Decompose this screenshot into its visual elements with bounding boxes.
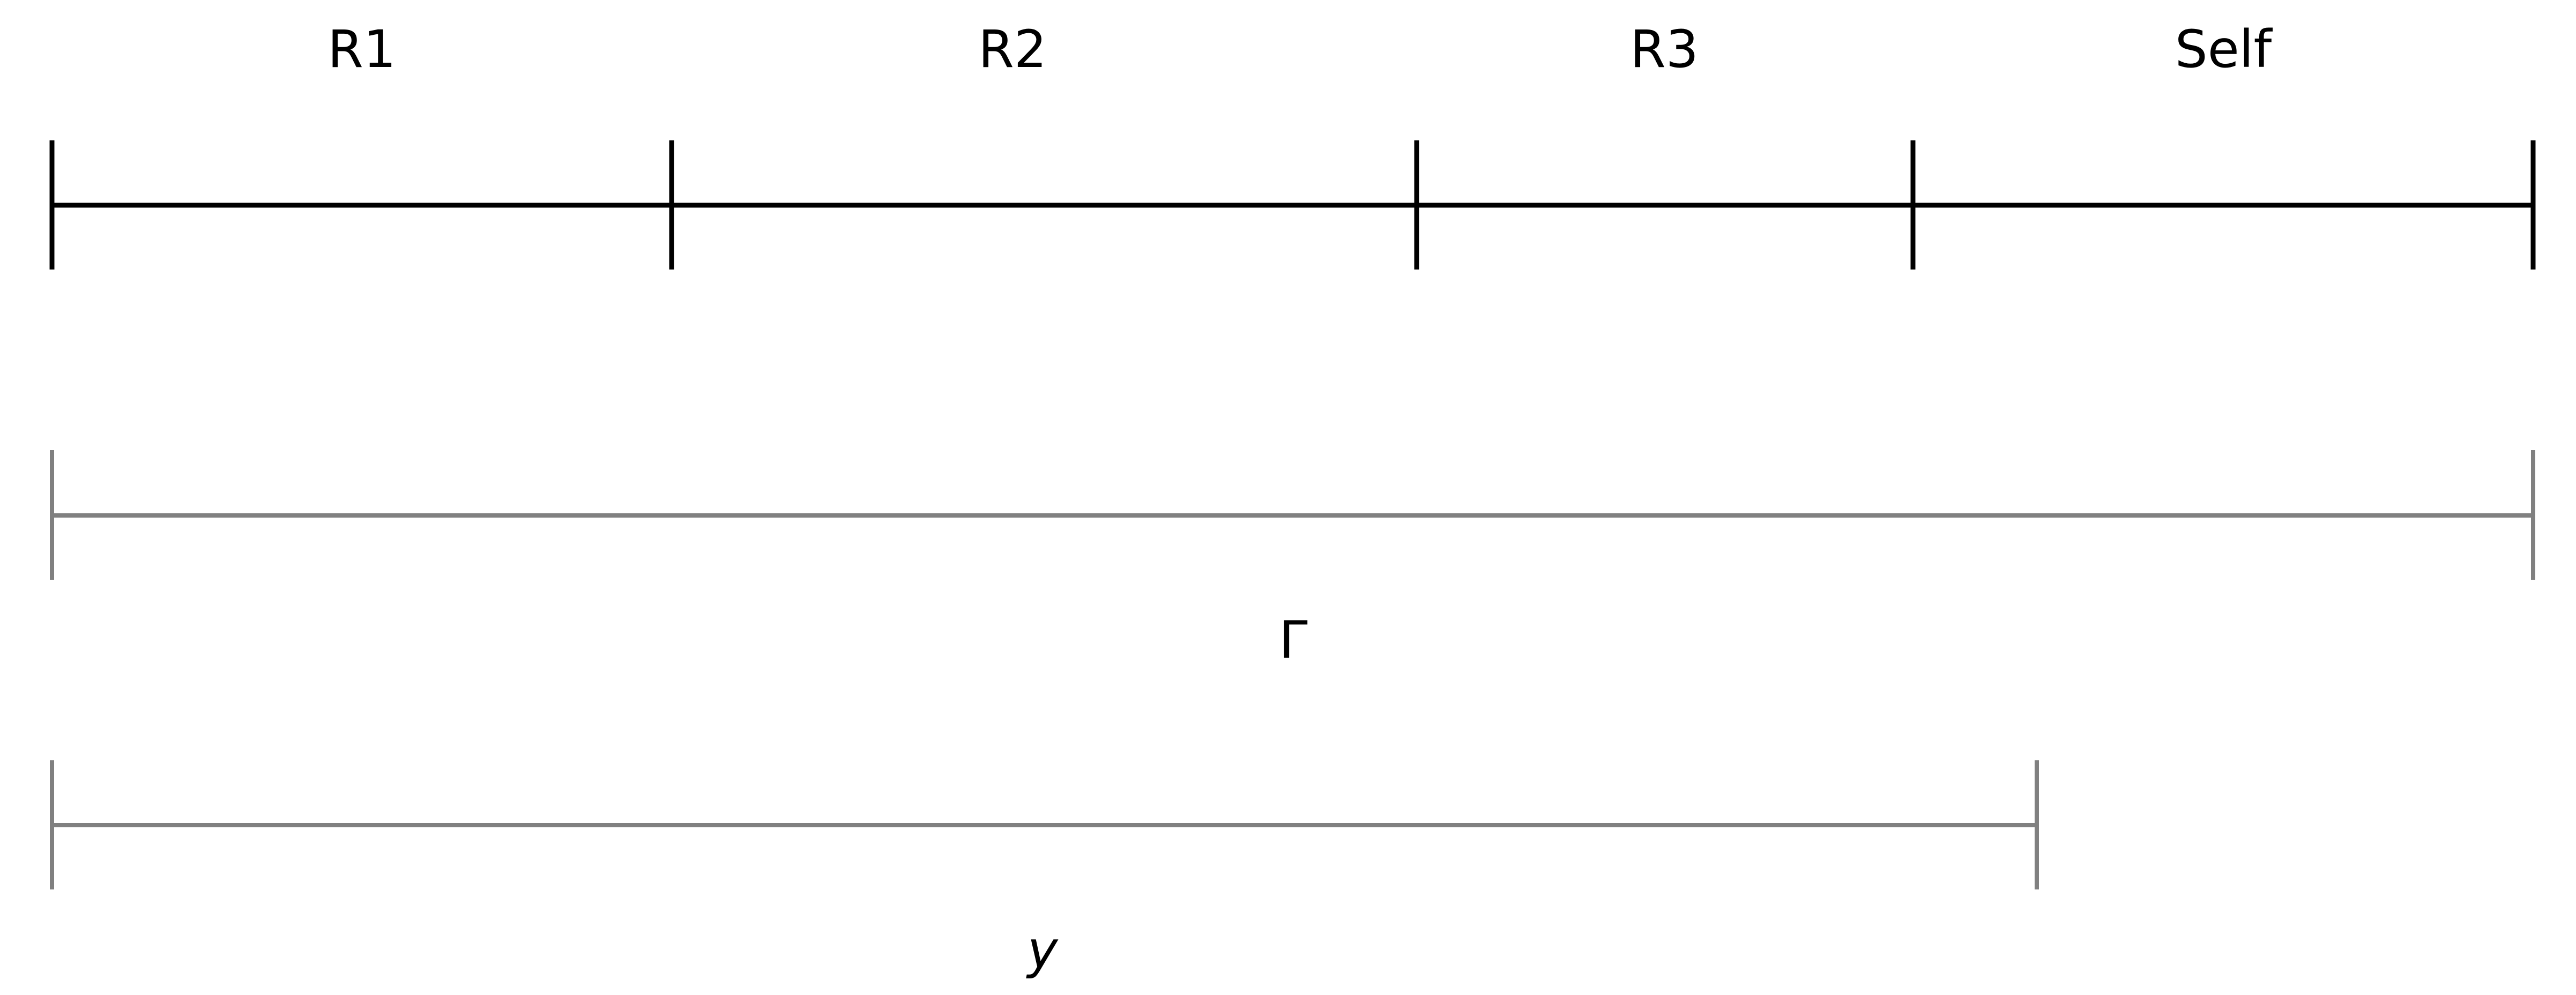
segment-label-r1: R1 xyxy=(327,19,396,79)
segmented-bar: R1 R2 R3 Self xyxy=(49,19,2536,270)
gamma-bar: Γ xyxy=(50,450,2535,670)
segment-label-r2: R2 xyxy=(978,19,1047,79)
y-bar: y xyxy=(50,760,2039,980)
y-label: y xyxy=(1026,920,1059,980)
gamma-label: Γ xyxy=(1279,610,1307,670)
segment-label-r3: R3 xyxy=(1630,19,1699,79)
segment-label-self: Self xyxy=(2175,19,2273,79)
